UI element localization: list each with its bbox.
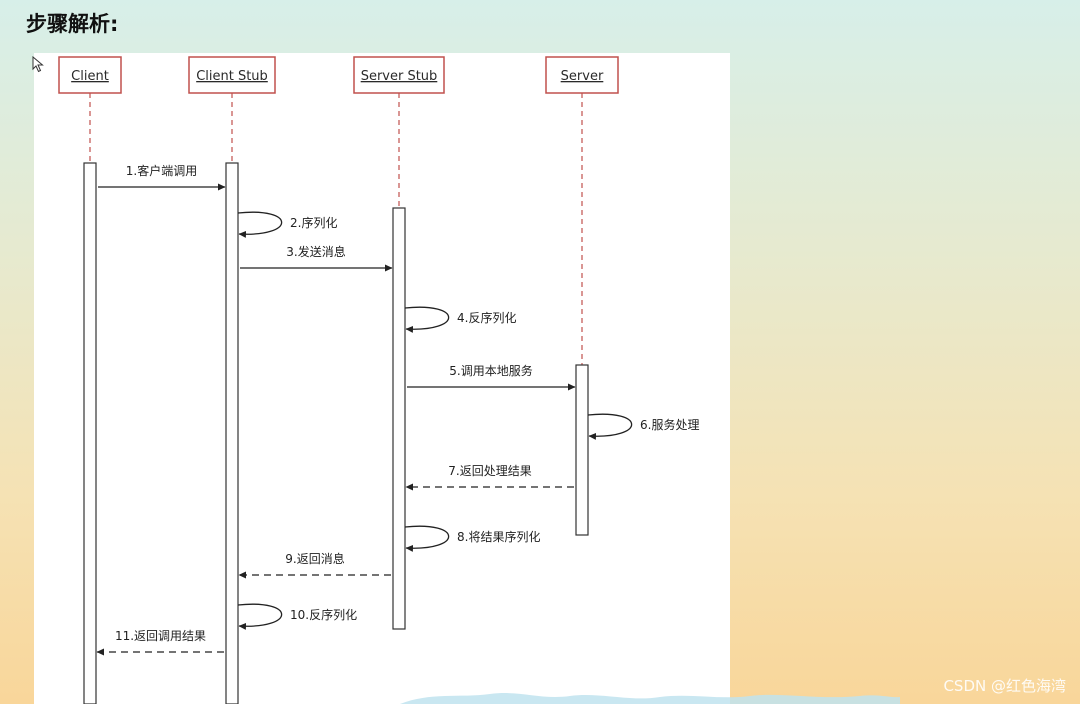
message-label-4: 4.反序列化 [457, 310, 516, 325]
message-label-2: 2.序列化 [290, 215, 337, 230]
watermark: CSDN @红色海湾 [943, 677, 1066, 695]
participant-box-server-stub [353, 56, 445, 94]
participant-box-client-stub [188, 56, 276, 94]
participant-box-server [545, 56, 619, 94]
sequence-diagram: Client Client Stub Server Stub Server 1.客户端… [34, 53, 730, 704]
message-label-8: 8.将结果序列化 [457, 529, 540, 544]
message-label-7: 7.返回处理结果 [448, 464, 531, 478]
activation-bar-client-stub [225, 162, 239, 704]
message-label-1: 1.客户端调用 [126, 163, 197, 178]
message-arrow-8 [404, 525, 450, 552]
page-title: 步骤解析: [26, 12, 119, 36]
participant-label: Client Stub [196, 69, 268, 84]
message-arrow-6 [587, 413, 633, 440]
message-label-5: 5.调用本地服务 [449, 363, 532, 378]
message-label-3: 3.发送消息 [286, 244, 345, 259]
message-label-10: 10.反序列化 [290, 607, 357, 622]
message-label-11: 11.返回调用结果 [115, 629, 206, 643]
sequence-diagram-canvas: Client Client Stub Server Stub Server 1.客户端… [58, 56, 699, 704]
participant-label: Server [561, 69, 604, 84]
message-arrow-10 [237, 603, 283, 630]
wave-decoration [400, 693, 900, 704]
message-arrow-4 [404, 306, 450, 333]
message-label-6: 6.服务处理 [640, 417, 699, 432]
message-arrow-2 [237, 211, 283, 238]
activation-bar-client [83, 162, 97, 704]
activation-bar-server-stub [392, 207, 406, 630]
message-label-9: 9.返回消息 [285, 551, 344, 566]
participant-label: Client [71, 69, 109, 84]
participant-label: Server Stub [361, 69, 438, 84]
participant-box-client [58, 56, 122, 94]
activation-bar-server [575, 364, 589, 536]
mouse-cursor-icon [32, 56, 44, 73]
